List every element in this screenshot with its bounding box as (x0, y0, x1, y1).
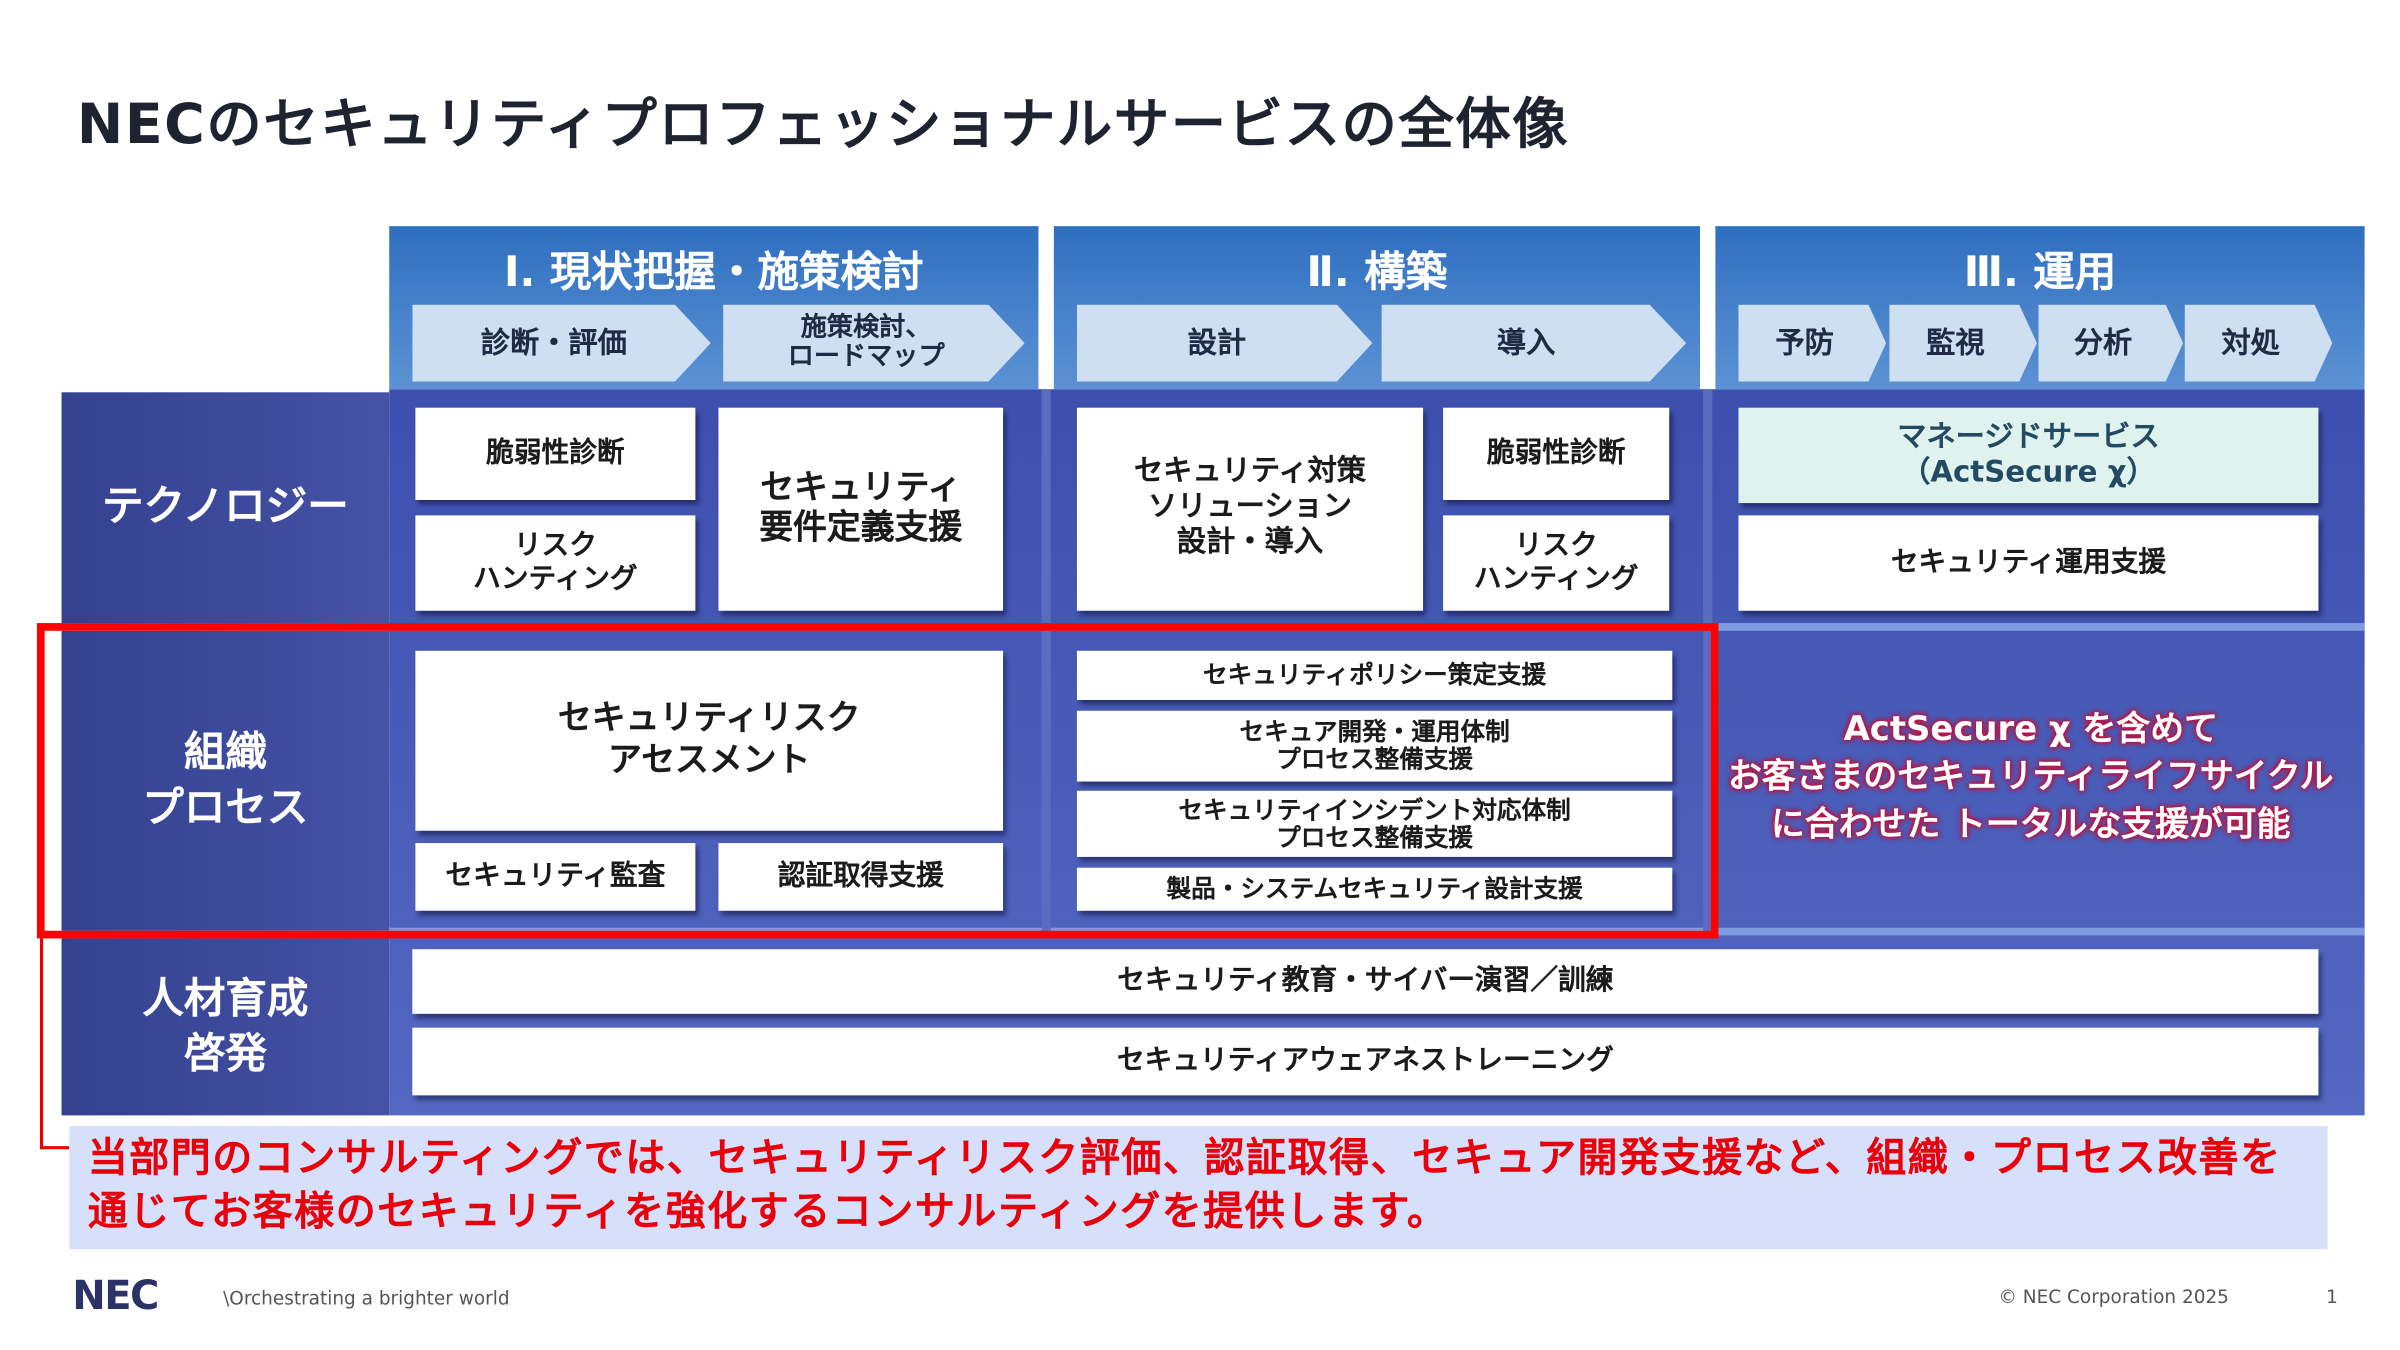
row-label-human-resources: 人材育成 啓発 (61, 938, 390, 1116)
service-box: セキュリティ 要件定義支援 (718, 407, 1004, 611)
service-box: 製品・システムセキュリティ設計支援 (1076, 867, 1673, 911)
service-box: セキュリティリスク アセスメント (415, 650, 1004, 831)
service-box: リスク ハンティング (415, 515, 696, 611)
service-box: 脆弱性診断 (415, 407, 696, 500)
step-chevron: 対処 (2184, 304, 2333, 382)
callout-line (39, 1146, 70, 1150)
service-box: セキュリティ監査 (415, 843, 696, 911)
step-chevron: 設計 (1076, 304, 1373, 382)
service-box: セキュリティ運用支援 (1738, 515, 2319, 611)
column-divider (1703, 389, 1713, 931)
column-heading: Ⅰ. 現状把握・施策検討 (504, 249, 924, 297)
copyright: © NEC Corporation 2025 (1998, 1286, 2229, 1308)
column-divider (1041, 389, 1051, 931)
nec-logo: NEC (72, 1273, 159, 1320)
consulting-note: 当部門のコンサルティングでは、セキュリティリスク評価、認証取得、セキュア開発支援… (69, 1126, 2328, 1250)
step-chevron: 施策検討、 ロードマップ (723, 304, 1025, 382)
callout-line (39, 938, 44, 1150)
service-box: セキュア開発・運用体制 プロセス整備支援 (1076, 710, 1673, 782)
row-label-technology: テクノロジー (61, 392, 390, 624)
managed-service-box: マネージドサービス （ActSecure χ） (1738, 407, 2319, 504)
service-box: セキュリティアウェアネストレーニング (412, 1027, 2319, 1096)
service-box: セキュリティポリシー策定支援 (1076, 650, 1673, 700)
step-chevron: 診断・評価 (412, 304, 711, 382)
step-chevron: 監視 (1889, 304, 2037, 382)
column-heading: Ⅱ. 構築 (1306, 249, 1448, 297)
service-box: セキュリティ対策 ソリューション 設計・導入 (1076, 407, 1424, 611)
service-box: リスク ハンティング (1443, 515, 1670, 611)
service-box: セキュリティ教育・サイバー演習／訓練 (412, 949, 2319, 1014)
page-title: NECのセキュリティプロフェッショナルサービスの全体像 (76, 93, 1570, 157)
step-chevron: 予防 (1738, 304, 1887, 382)
column-heading: Ⅲ. 運用 (1963, 249, 2117, 297)
step-chevron: 導入 (1381, 304, 1687, 382)
tagline: \Orchestrating a brighter world (223, 1287, 510, 1310)
service-box: セキュリティインシデント対応体制 プロセス整備支援 (1076, 790, 1673, 857)
highlight-frame (36, 623, 1719, 939)
service-box: 脆弱性診断 (1443, 407, 1670, 500)
page-number: 1 (2326, 1286, 2338, 1308)
lifecycle-message: ActSecure χ を含めて お客さまのセキュリティライフサイクル に合わせ… (1728, 710, 2334, 844)
service-box: 認証取得支援 (718, 843, 1004, 911)
step-chevron: 分析 (2038, 304, 2184, 382)
row-label-organization: 組織 プロセス (61, 630, 390, 931)
